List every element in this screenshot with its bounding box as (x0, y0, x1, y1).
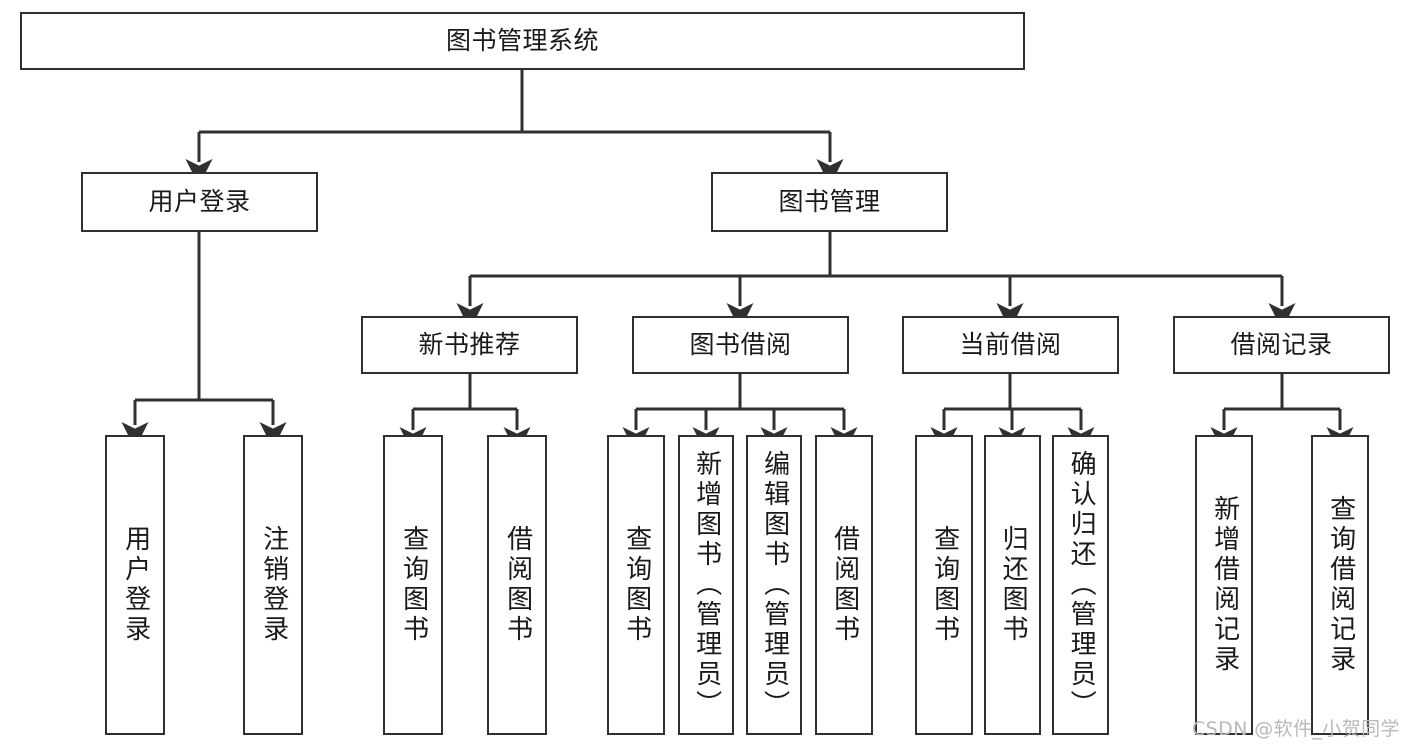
leaf-logout[interactable]: 注销登录 (243, 435, 303, 735)
node-label: 查询图书 (929, 525, 960, 645)
leaf-query-book-borrow[interactable]: 查询图书 (607, 435, 665, 735)
node-borrow-records[interactable]: 借阅记录 (1173, 316, 1390, 374)
node-label: 借阅图书 (502, 525, 533, 645)
node-label: 借阅图书 (829, 525, 860, 645)
csdn-watermark: CSDN @软件_小贺同学 (1192, 718, 1400, 740)
node-label: 图书管理 (778, 187, 881, 216)
node-label: 用户登录 (148, 187, 251, 216)
node-root-system[interactable]: 图书管理系统 (20, 12, 1025, 70)
leaf-return-book[interactable]: 归还图书 (984, 435, 1041, 735)
node-label: 查询借阅记录 (1325, 495, 1356, 675)
node-label: 借阅记录 (1230, 330, 1333, 359)
node-label: 编辑图书（管理员） (759, 450, 790, 720)
leaf-add-book-admin[interactable]: 新增图书（管理员） (678, 435, 734, 735)
leaf-add-borrow-record[interactable]: 新增借阅记录 (1195, 435, 1253, 735)
node-label: 确认归还（管理员） (1066, 450, 1097, 720)
node-label: 新增图书（管理员） (691, 450, 722, 720)
node-label: 查询图书 (621, 525, 652, 645)
leaf-query-borrow-record[interactable]: 查询借阅记录 (1311, 435, 1369, 735)
leaf-confirm-return-admin[interactable]: 确认归还（管理员） (1052, 435, 1109, 735)
node-new-book-recommend[interactable]: 新书推荐 (361, 316, 578, 374)
node-label: 当前借阅 (959, 330, 1062, 359)
node-label: 图书借阅 (689, 330, 792, 359)
node-book-borrow[interactable]: 图书借阅 (632, 316, 849, 374)
leaf-edit-book-admin[interactable]: 编辑图书（管理员） (746, 435, 802, 735)
node-current-borrow[interactable]: 当前借阅 (902, 316, 1119, 374)
node-label: 查询图书 (398, 525, 429, 645)
node-label: 归还图书 (998, 525, 1029, 645)
leaf-query-book-recommend[interactable]: 查询图书 (383, 435, 443, 735)
node-label: 图书管理系统 (445, 26, 599, 55)
leaf-borrow-book[interactable]: 借阅图书 (815, 435, 873, 735)
leaf-borrow-book-recommend[interactable]: 借阅图书 (487, 435, 547, 735)
node-label: 新增借阅记录 (1209, 495, 1240, 675)
node-user-login[interactable]: 用户登录 (81, 172, 318, 232)
node-label: 用户登录 (120, 525, 151, 645)
node-book-management[interactable]: 图书管理 (711, 172, 948, 232)
leaf-user-login[interactable]: 用户登录 (105, 435, 165, 735)
node-label: 注销登录 (258, 525, 289, 645)
node-label: 新书推荐 (418, 330, 521, 359)
leaf-query-book-current[interactable]: 查询图书 (915, 435, 973, 735)
